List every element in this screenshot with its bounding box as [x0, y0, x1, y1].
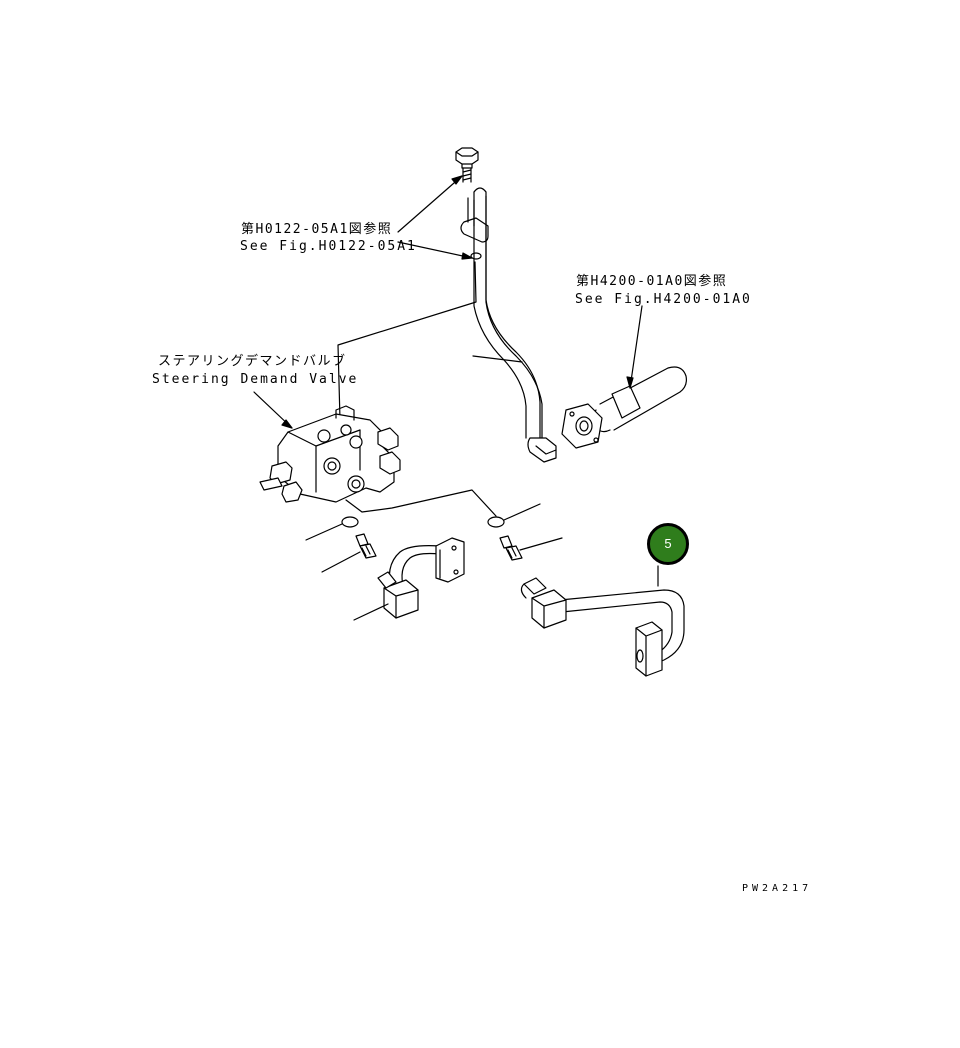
fitting-right: [499, 535, 563, 561]
o-rings: [305, 503, 541, 541]
ref2-label-en: See Fig.H4200-01A0: [575, 292, 752, 307]
hose-assembly: [561, 366, 687, 449]
drawing-code: PW2A217: [742, 883, 813, 894]
valve-arrow: [253, 391, 293, 429]
steering-pipe: [473, 187, 557, 463]
ref1-arrows: [397, 175, 473, 260]
leader-valve-oring: [345, 489, 497, 517]
ref1-label-jp: 第H0122-05A1図参照: [241, 222, 393, 237]
leader-pipe: [472, 355, 523, 363]
fitting-left: [321, 533, 377, 573]
callout-badge-5[interactable]: 5: [647, 523, 689, 565]
valve-label-en: Steering Demand Valve: [152, 372, 359, 387]
bolt: [455, 147, 479, 183]
elbow-pipe-left: [353, 537, 465, 621]
ref2-arrow: [626, 305, 643, 389]
pipe-item-5: [520, 565, 685, 677]
valve-label-jp: ステアリングデマンドバルブ: [158, 354, 347, 369]
ref2-label-jp: 第H4200-01A0図参照: [576, 274, 728, 289]
leader-valve-pipe: [337, 261, 477, 421]
steering-demand-valve: [259, 405, 401, 503]
ref1-label-en: See Fig.H0122-05A1: [240, 239, 417, 254]
